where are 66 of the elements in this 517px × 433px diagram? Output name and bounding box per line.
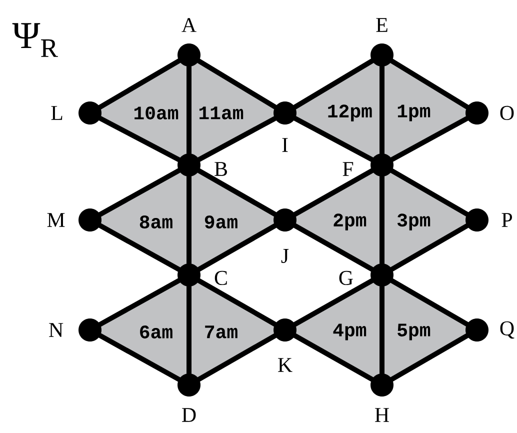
edge-line bbox=[290, 114, 376, 164]
time-label: 10am bbox=[134, 106, 178, 120]
vertex-label: P bbox=[502, 213, 512, 227]
edge-line bbox=[96, 222, 184, 274]
vertex-label: E bbox=[376, 18, 388, 32]
title: Ψ$_{R}$ bbox=[12, 23, 58, 57]
vertex-label: K bbox=[278, 358, 292, 372]
time-label: 12pm bbox=[328, 104, 372, 122]
edge-line bbox=[96, 332, 184, 384]
vertex-label: C bbox=[214, 270, 227, 286]
edge-line bbox=[387, 166, 472, 218]
vertex-dot bbox=[178, 264, 200, 286]
edge-line bbox=[96, 166, 184, 218]
edge-line bbox=[194, 222, 280, 274]
vertex-dot bbox=[274, 102, 296, 124]
vertex-dot bbox=[370, 264, 394, 286]
edge-line bbox=[387, 332, 472, 384]
vertex-label: L bbox=[51, 106, 62, 120]
vertex-dot bbox=[274, 318, 296, 342]
edge-line bbox=[96, 276, 184, 328]
edge-line bbox=[387, 276, 472, 328]
vertex-label: I bbox=[282, 138, 288, 152]
time-label: 4pm bbox=[333, 324, 366, 340]
time-label: 2pm bbox=[334, 214, 366, 230]
vertex-label: O bbox=[500, 106, 514, 120]
edge-line bbox=[388, 114, 472, 164]
edge-line bbox=[290, 56, 377, 112]
time-label: 11am bbox=[199, 106, 244, 120]
vertex-label: N bbox=[49, 323, 64, 337]
edge-line bbox=[194, 56, 280, 112]
edge-line bbox=[95, 56, 184, 112]
edge-line bbox=[194, 166, 280, 218]
time-label: 1pm bbox=[398, 104, 430, 122]
edge-line bbox=[194, 276, 280, 328]
vertex-dot bbox=[370, 154, 394, 176]
edge-line bbox=[194, 114, 280, 164]
time-label: 7am bbox=[205, 326, 238, 338]
vertex-label: D bbox=[182, 408, 196, 422]
vertex-label: H bbox=[375, 408, 389, 422]
edge-line bbox=[96, 114, 184, 164]
vertex-dot bbox=[466, 102, 488, 124]
vertex-dot bbox=[178, 374, 200, 396]
edge-line bbox=[387, 222, 472, 274]
vertex-dot bbox=[178, 154, 200, 176]
vertex-dot bbox=[466, 318, 488, 342]
vertex-label: G bbox=[339, 270, 353, 286]
vertex-dot bbox=[370, 374, 394, 396]
time-label: 5pm bbox=[398, 324, 430, 340]
time-label: 8am bbox=[140, 216, 172, 228]
vertex-dot bbox=[274, 208, 296, 232]
edge-line bbox=[387, 56, 472, 112]
time-label: 3pm bbox=[397, 214, 430, 230]
vertex-label: Q bbox=[500, 321, 514, 339]
vertex-dot bbox=[78, 102, 102, 124]
time-label: 6am bbox=[140, 326, 172, 338]
vertex-dot bbox=[466, 208, 488, 232]
vertex-label: J bbox=[281, 249, 289, 263]
vertex-dot bbox=[370, 44, 394, 66]
vertex-dot bbox=[78, 208, 102, 232]
vertex-dot bbox=[78, 318, 102, 342]
vertex-label: A bbox=[182, 18, 196, 32]
vertex-dot bbox=[178, 44, 200, 66]
vertex-label: F bbox=[342, 162, 354, 176]
vertex-label: B bbox=[214, 162, 227, 176]
time-label: 9am bbox=[204, 216, 238, 228]
vertex-label: M bbox=[47, 213, 65, 227]
